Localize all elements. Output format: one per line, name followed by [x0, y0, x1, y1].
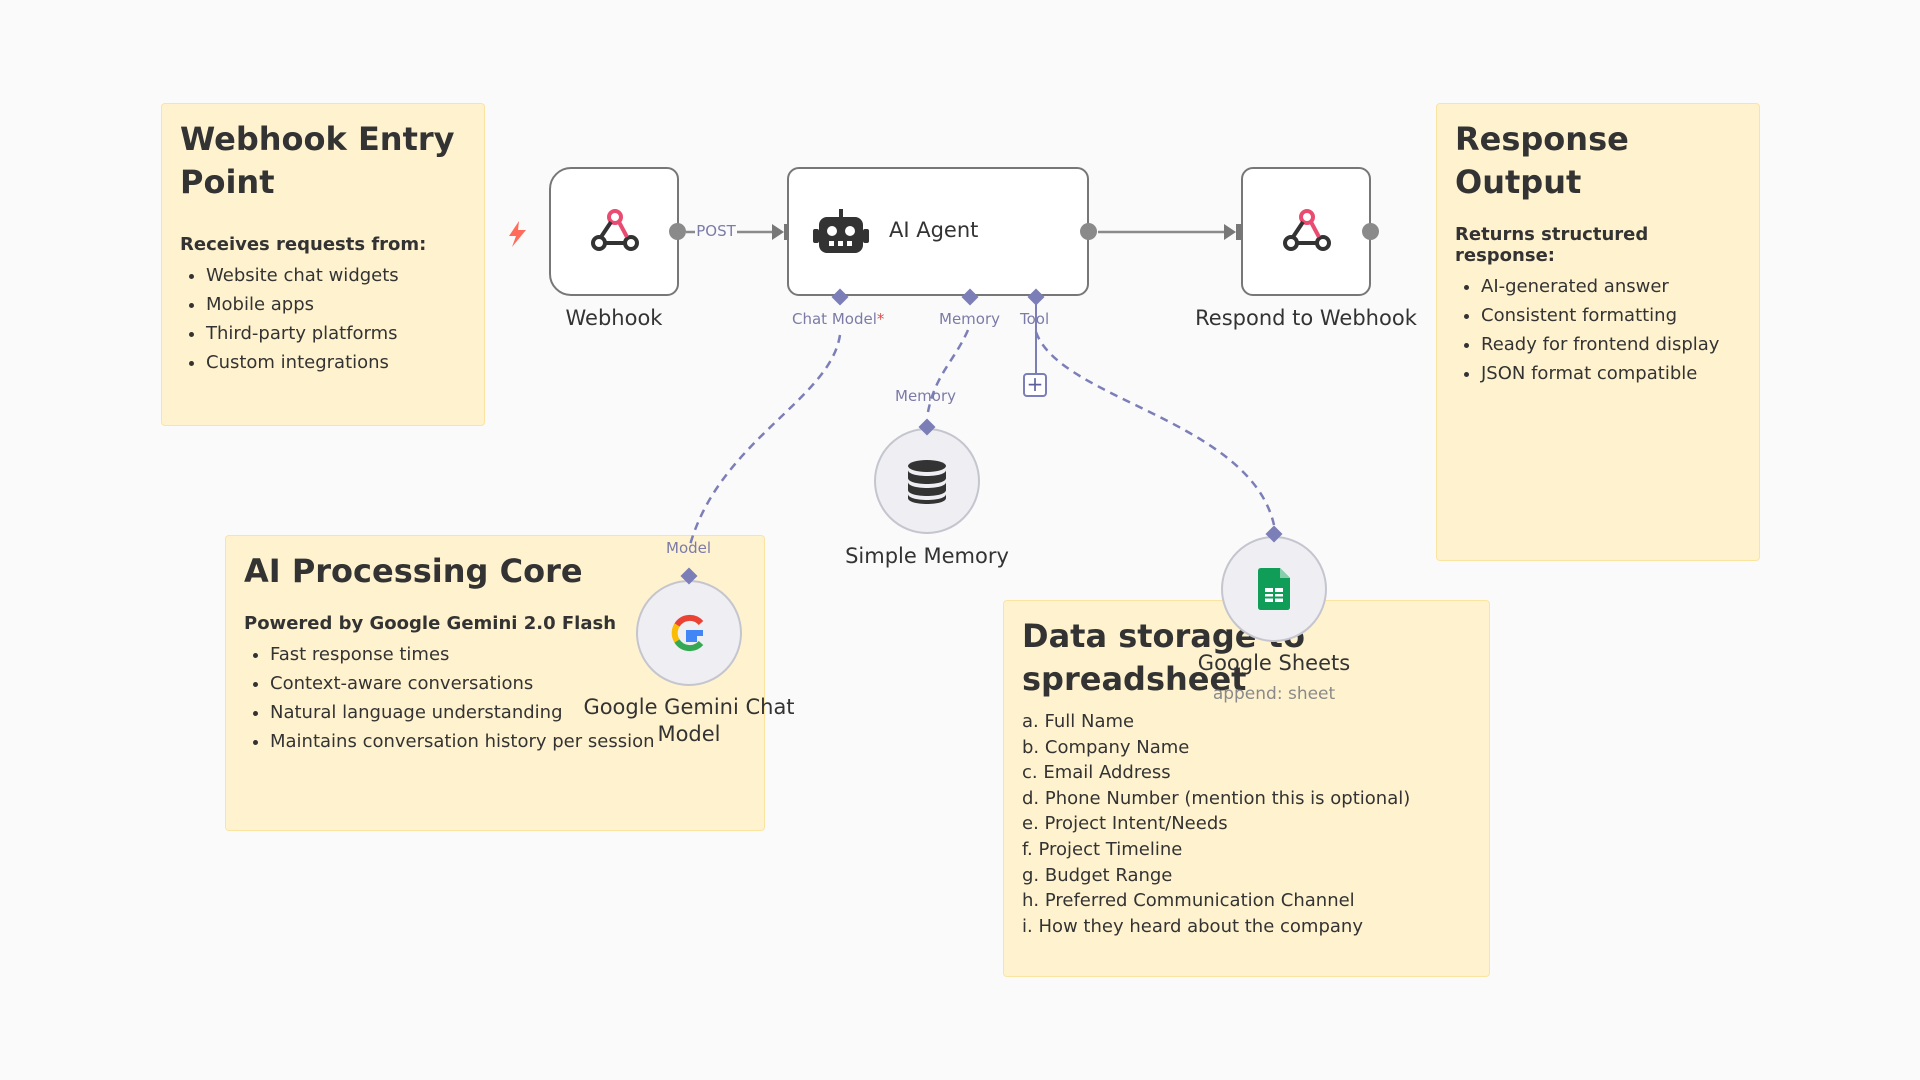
- sticky-subtitle: Powered by Google Gemini 2.0 Flash: [244, 613, 617, 634]
- gemini-node-label: Google Gemini Chat Model: [583, 695, 795, 746]
- arrow-head: [1224, 224, 1236, 240]
- sticky-list: a. Full Name b. Company Name c. Email Ad…: [1022, 709, 1471, 939]
- chat-model-port-label: Chat Model*: [792, 310, 884, 328]
- ai-agent-node-label: AI Agent: [889, 218, 979, 242]
- google-sheets-subtitle: append: sheet: [1212, 684, 1336, 704]
- list-item: Ready for frontend display: [1481, 330, 1741, 359]
- sticky-title: Webhook Entry Point: [180, 120, 455, 201]
- google-sheets-label: Google Sheets: [1197, 651, 1351, 675]
- required-mark: *: [876, 310, 885, 328]
- add-tool-button[interactable]: +: [1023, 373, 1047, 397]
- respond-node-label: Respond to Webhook: [1195, 306, 1417, 330]
- list-item: a. Full Name: [1022, 711, 1135, 732]
- ai-agent-output-handle[interactable]: [1080, 223, 1097, 240]
- sticky-response-output[interactable]: Response Output Returns structured respo…: [1436, 103, 1760, 561]
- google-icon: [671, 614, 704, 652]
- simple-memory-label: Simple Memory: [845, 544, 1009, 568]
- trigger-bolt-icon: [509, 221, 526, 247]
- webhook-icon: [1283, 209, 1331, 251]
- respond-output-handle[interactable]: [1362, 223, 1379, 240]
- sticky-list: AI-generated answer Consistent formattin…: [1455, 272, 1741, 388]
- connection-memory: [926, 329, 970, 413]
- connection-tool: [1034, 331, 1276, 526]
- list-item: f. Project Timeline: [1022, 838, 1183, 860]
- webhook-node[interactable]: [549, 167, 679, 296]
- ai-agent-node[interactable]: AI Agent: [787, 167, 1089, 296]
- sticky-title: Response Output: [1455, 120, 1629, 201]
- list-item: Consistent formatting: [1481, 301, 1741, 330]
- robot-icon: [813, 209, 869, 253]
- list-item: b. Company Name: [1022, 736, 1190, 758]
- list-item: d. Phone Number (mention this is optiona…: [1022, 787, 1411, 809]
- google-sheets-icon: [1258, 568, 1290, 610]
- memory-input-label: Memory: [895, 387, 957, 405]
- sticky-list: Website chat widgets Mobile apps Third-p…: [180, 261, 466, 377]
- list-item: Third-party platforms: [206, 319, 466, 348]
- list-item: Mobile apps: [206, 290, 466, 319]
- input-stub: [1236, 224, 1242, 240]
- sticky-list: Fast response times Context-aware conver…: [244, 640, 746, 756]
- list-item: JSON format compatible: [1481, 359, 1741, 388]
- sticky-webhook-entry[interactable]: Webhook Entry Point Receives requests fr…: [161, 103, 485, 426]
- post-label-bg: [695, 222, 737, 242]
- arrow-head: [772, 224, 784, 240]
- port-label-text: Chat Model: [792, 310, 877, 328]
- list-item: Maintains conversation history per sessi…: [270, 727, 746, 756]
- webhook-output-handle[interactable]: [669, 223, 686, 240]
- list-item: Natural language understanding: [270, 698, 746, 727]
- sticky-subtitle: Receives requests from:: [180, 234, 427, 255]
- list-item: AI-generated answer: [1481, 272, 1741, 301]
- list-item: h. Preferred Communication Channel: [1022, 890, 1355, 912]
- memory-port-label: Memory: [939, 310, 1001, 328]
- database-icon: [908, 460, 946, 504]
- sticky-data-storage[interactable]: Data storage to spreadsheet a. Full Name…: [1003, 600, 1490, 977]
- list-item: e. Project Intent/Needs: [1022, 813, 1228, 835]
- post-label: POST: [696, 222, 736, 240]
- list-item: Website chat widgets: [206, 261, 466, 290]
- connection-chat-model: [688, 334, 842, 546]
- model-input-label: Model: [666, 539, 712, 557]
- list-item: i. How they heard about the company: [1022, 915, 1363, 937]
- sticky-subtitle: Returns structured response:: [1455, 224, 1649, 266]
- tool-port-label: Tool: [1020, 310, 1050, 328]
- respond-to-webhook-node[interactable]: [1241, 167, 1371, 296]
- simple-memory-node[interactable]: [874, 428, 980, 534]
- list-item: Context-aware conversations: [270, 669, 746, 698]
- list-item: g. Budget Range: [1022, 864, 1173, 886]
- google-sheets-node[interactable]: [1221, 536, 1327, 642]
- list-item: Fast response times: [270, 640, 746, 669]
- google-gemini-node[interactable]: [636, 580, 742, 686]
- list-item: Custom integrations: [206, 348, 466, 377]
- list-item: c. Email Address: [1022, 762, 1171, 784]
- webhook-node-label: Webhook: [565, 306, 663, 330]
- sticky-title: AI Processing Core: [244, 552, 583, 590]
- webhook-icon: [591, 209, 639, 251]
